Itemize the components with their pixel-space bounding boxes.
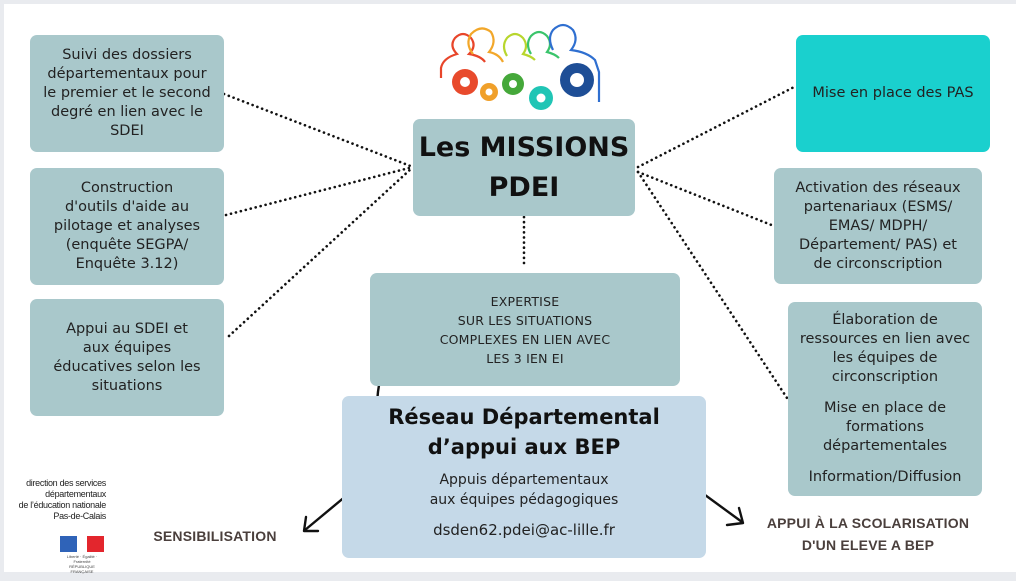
network-description: Appuis départementaux [439,472,609,488]
box-text: Élaboration de [832,312,938,328]
expertise-text: SUR LES SITUATIONS [457,312,593,328]
mission-box-appui-sdei: Appui au SDEI et aux équipes éducatives … [30,299,224,416]
logo-line: Pas-de-Calais [53,511,106,521]
outcome-line: APPUI À LA SCOLARISATION [766,515,970,531]
box-text: départementales [822,438,948,454]
box-text: formations [845,419,925,435]
logo-line: direction des services [26,478,106,488]
box-text: Suivi des dossiers [62,47,192,63]
network-title: Réseau Départemental [388,405,660,429]
box-text: Construction [80,180,174,196]
flag-motto: Liberté · Égalité · Fraternité [66,554,98,564]
gear-green-icon [502,73,524,95]
gear-teal-icon [529,86,553,110]
expertise-text: COMPLEXES EN LIEN AVEC [439,331,611,347]
mission-box-ressources-formations: Élaboration de ressources en lien avec l… [788,302,982,496]
page-title-sub: PDEI [488,171,560,203]
box-text: (enquête SEGPA/ [65,237,189,253]
box-text: départementaux pour [47,66,207,82]
gear-orange-icon [480,83,498,101]
network-title-sub: d’appui aux BEP [427,435,621,459]
outcome-appui-scolarisation: APPUI À LA SCOLARISATION D'UN ELEVE A BE… [748,512,988,556]
outcome-sensibilisation: SENSIBILISATION [153,528,277,544]
gear-blue-icon [560,63,594,97]
outcome-line: D'UN ELEVE A BEP [801,537,935,553]
gear-red-icon [452,69,478,95]
box-text: le premier et le second [43,85,211,101]
mission-box-pas: Mise en place des PAS [796,35,990,152]
box-text: Mise en place de [823,400,947,416]
expertise-box: EXPERTISE SUR LES SITUATIONS COMPLEXES E… [370,273,680,386]
box-text: EMAS/ MDPH/ [828,217,928,234]
box-text: circonscription [831,369,939,385]
page-title: Les MISSIONS [418,131,630,163]
mission-box-construction-outils: Construction d'outils d'aide au pilotage… [30,168,224,285]
box-text: aux équipes [82,339,172,356]
box-text: degré en lien avec le [51,104,203,120]
box-text: Enquête 3.12) [75,256,179,272]
mission-box-suivi-dossiers: Suivi des dossiers départementaux pour l… [30,35,224,152]
team-gears-logo-icon [439,23,601,110]
box-text: d'outils d'aide au [64,199,190,215]
box-text: partenariaux (ESMS/ [803,198,953,215]
mission-box-activation-reseaux: Activation des réseaux partenariaux (ESM… [774,168,982,284]
expertise-text: EXPERTISE [490,293,560,309]
contact-email-link[interactable]: dsden62.pdei@ac-lille.fr [433,521,615,539]
box-text: Département/ PAS) et [799,236,957,253]
box-text: Activation des réseaux [795,179,961,196]
network-box: Réseau Départemental d’appui aux BEP App… [342,396,706,558]
box-text: de circonscription [813,255,943,272]
box-text: les équipes de [832,350,938,366]
logo-line: départementaux [45,489,106,499]
box-text: Information/Diffusion [808,469,962,485]
box-text: pilotage et analyses [53,218,201,234]
logo-line: de l’éducation nationale [18,500,107,510]
flag-caption: Liberté · Égalité · Fraternité RÉPUBLIQU… [58,554,106,574]
box-text: Mise en place des PAS [812,85,974,101]
expertise-text: LES 3 IEN EI [486,350,564,366]
box-text: Appui au SDEI et [66,320,188,337]
box-text: SDEI [110,123,144,139]
central-title-box: Les MISSIONS PDEI [413,119,635,216]
box-text: situations [91,377,163,394]
republique-francaise-flag-icon [60,536,104,552]
flag-republique: RÉPUBLIQUE FRANÇAISE [69,564,95,574]
dsden-logo-text: direction des services départementaux de… [18,478,107,522]
network-description-sub: aux équipes pédagogiques [429,492,619,508]
box-text: éducatives selon les [53,358,201,375]
box-text: ressources en lien avec [799,331,971,347]
